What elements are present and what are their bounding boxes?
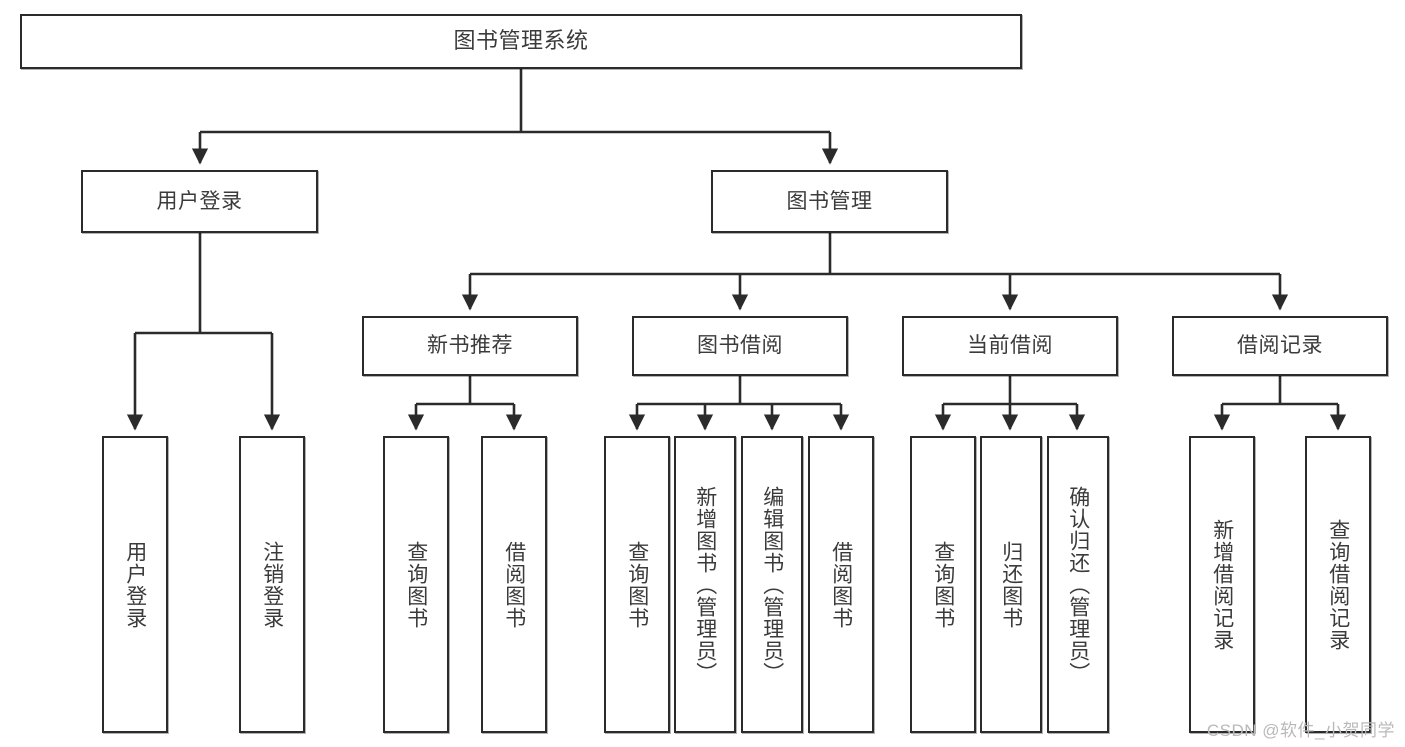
node-leaf-user-login[interactable]: 用户登录 [102,436,168,733]
node-label: 新增借阅记录 [1210,518,1234,651]
node-user-login[interactable]: 用户登录 [81,170,318,233]
node-label: 编辑图书（管理员） [760,485,784,684]
node-leaf-edit-book-admin[interactable]: 编辑图书（管理员） [741,436,803,733]
node-label: 图书管理系统 [453,28,589,54]
node-label: 用户登录 [156,189,243,213]
node-book-management[interactable]: 图书管理 [711,170,948,233]
node-label: 借阅图书 [829,540,853,629]
node-leaf-logout-login[interactable]: 注销登录 [239,436,305,733]
node-label: 新书推荐 [427,334,513,358]
node-label: 当前借阅 [967,334,1053,358]
node-label: 图书借阅 [697,334,783,358]
node-leaf-return-book[interactable]: 归还图书 [980,436,1042,733]
csdn-watermark: CSDN @软件_小贺同学 [1206,721,1395,740]
node-leaf-query-borrow-record[interactable]: 查询借阅记录 [1305,436,1371,733]
node-label: 借阅图书 [502,540,526,629]
node-leaf-query-book-recommend[interactable]: 查询图书 [383,436,449,733]
node-label: 新增图书（管理员） [693,485,717,684]
node-label: 图书管理 [786,189,873,213]
node-label: 确认归还（管理员） [1066,485,1090,684]
node-leaf-query-book-current[interactable]: 查询图书 [910,436,976,733]
node-label: 借阅记录 [1237,334,1323,358]
node-label: 查询图书 [931,540,955,629]
node-new-book-recommend[interactable]: 新书推荐 [362,316,578,376]
node-leaf-add-borrow-record[interactable]: 新增借阅记录 [1189,436,1255,733]
node-leaf-query-book-borrow[interactable]: 查询图书 [604,436,670,733]
node-label: 查询图书 [625,540,649,629]
node-leaf-add-book-admin[interactable]: 新增图书（管理员） [674,436,736,733]
node-leaf-borrow-book-recommend[interactable]: 借阅图书 [481,436,547,733]
node-leaf-borrow-book-borrow[interactable]: 借阅图书 [808,436,874,733]
node-root-system[interactable]: 图书管理系统 [20,14,1022,69]
node-leaf-confirm-return-admin[interactable]: 确认归还（管理员） [1047,436,1109,733]
node-label: 注销登录 [260,540,284,629]
node-borrow-record[interactable]: 借阅记录 [1172,316,1388,376]
node-label: 查询借阅记录 [1326,518,1350,651]
node-book-borrow[interactable]: 图书借阅 [632,316,848,376]
node-current-borrow[interactable]: 当前借阅 [902,316,1118,376]
node-label: 归还图书 [999,540,1023,629]
node-label: 查询图书 [404,540,428,629]
node-label: 用户登录 [123,540,147,629]
